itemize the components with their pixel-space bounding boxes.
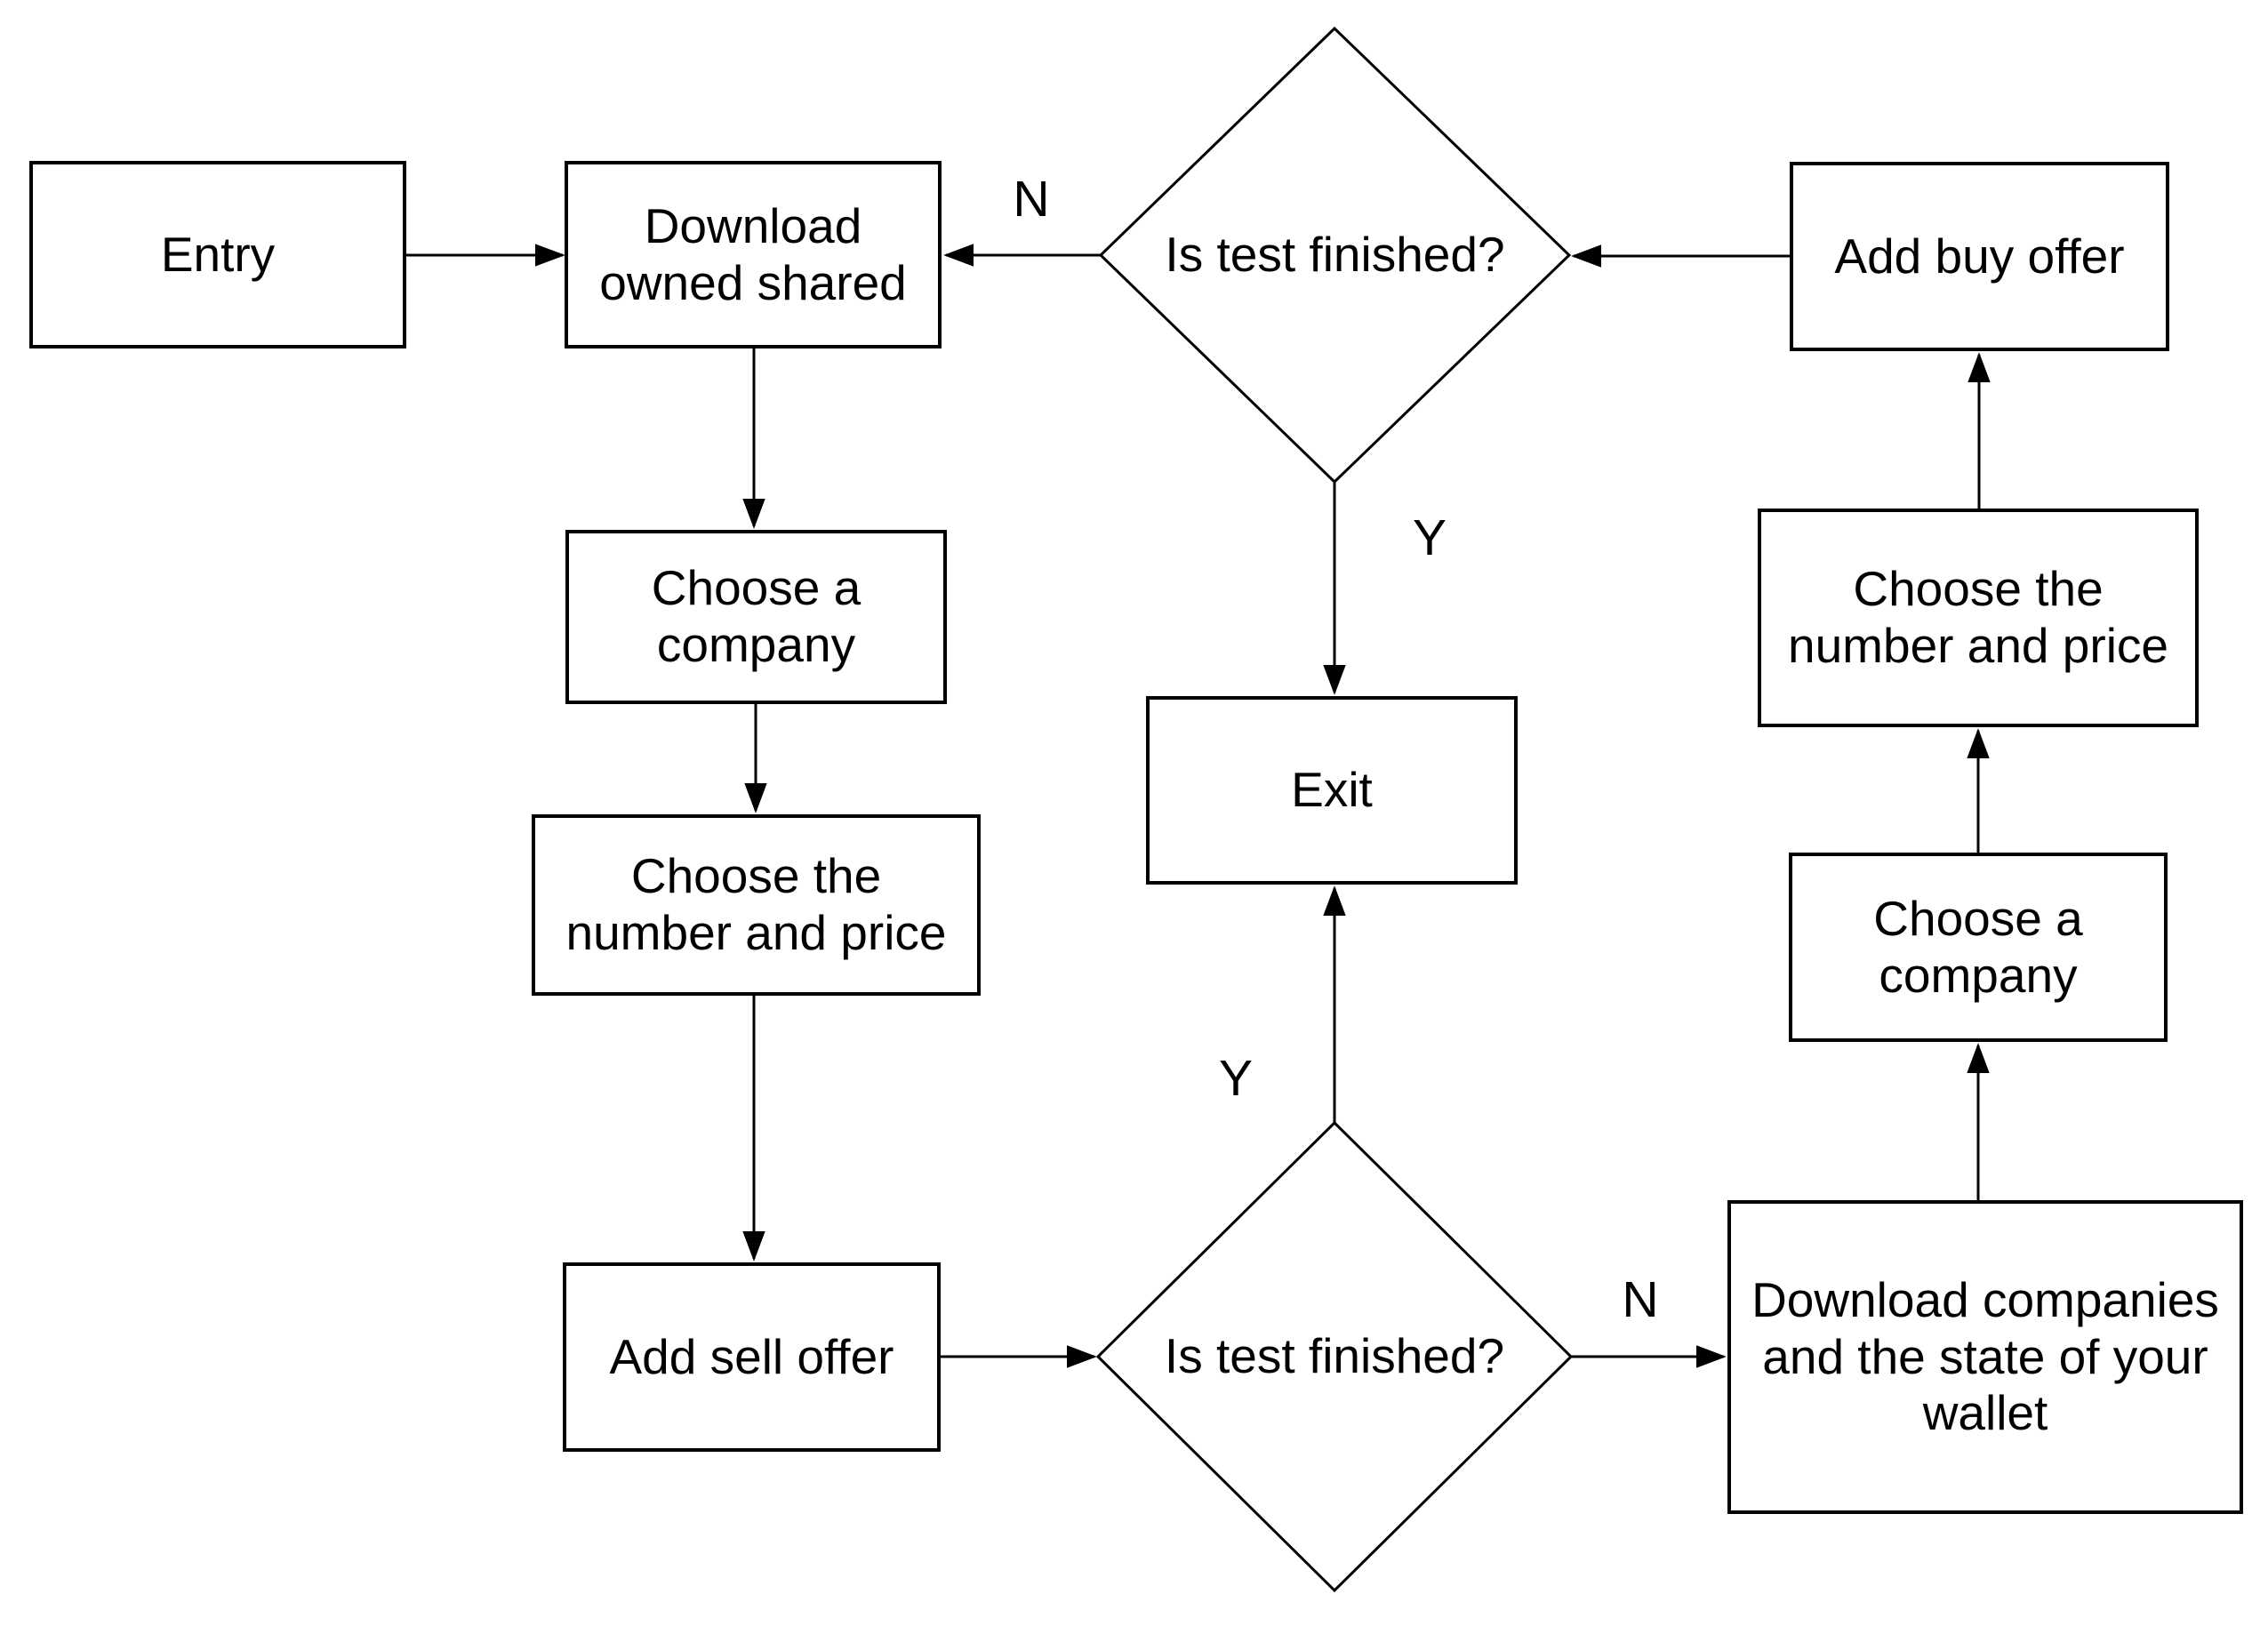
node-choose-number-price-left: Choose the number and price [532, 814, 981, 996]
node-download-companies: Download companies and the state of your… [1727, 1200, 2243, 1514]
edge-label-n-top: N [1013, 170, 1050, 228]
node-choose-number-price-right: Choose the number and price [1758, 509, 2199, 727]
node-exit-label: Exit [1291, 762, 1373, 818]
node-add-buy-offer-label: Add buy offer [1834, 228, 2125, 284]
node-download-owned-shared-label: Download owned shared [599, 197, 907, 310]
edge-label-y-bottom: Y [1218, 1049, 1254, 1107]
node-choose-a-company-left-label: Choose a company [651, 560, 862, 672]
node-choose-a-company-left: Choose a company [565, 530, 947, 704]
node-choose-a-company-right: Choose a company [1789, 853, 2168, 1042]
node-entry-label: Entry [160, 226, 276, 282]
node-exit: Exit [1146, 696, 1518, 885]
node-is-test-finished-top-label: Is test finished? [1165, 227, 1505, 283]
node-add-buy-offer: Add buy offer [1790, 162, 2169, 351]
node-choose-number-price-left-label: Choose the number and price [565, 848, 947, 960]
node-choose-a-company-right-label: Choose a company [1873, 890, 2083, 1003]
node-entry: Entry [29, 161, 406, 348]
node-choose-number-price-right-label: Choose the number and price [1787, 561, 2169, 673]
node-add-sell-offer-label: Add sell offer [609, 1328, 894, 1384]
node-download-owned-shared: Download owned shared [565, 161, 942, 348]
node-download-companies-label: Download companies and the state of your… [1751, 1271, 2219, 1441]
edge-label-y-top: Y [1412, 509, 1447, 566]
edge-label-n-bottom: N [1622, 1270, 1659, 1328]
decision-diamond-bottom [1095, 1120, 1574, 1593]
node-add-sell-offer: Add sell offer [563, 1262, 941, 1452]
node-is-test-finished-bottom-label: Is test finished? [1164, 1328, 1505, 1384]
